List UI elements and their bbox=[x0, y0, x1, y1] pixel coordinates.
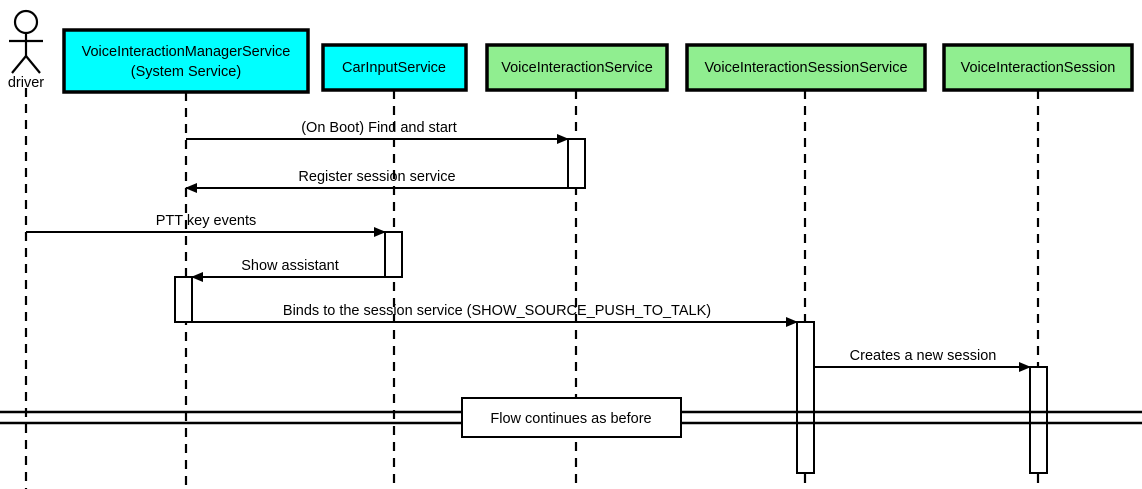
message-creates-a-new-session: Creates a new session bbox=[814, 348, 1031, 372]
message-label: Binds to the session service (SHOW_SOURC… bbox=[283, 303, 711, 319]
message-on-boot-find-and-start: (On Boot) Find and start bbox=[186, 120, 569, 144]
message-show-assistant: Show assistant bbox=[191, 258, 385, 282]
participant-vims[interactable]: VoiceInteractionManagerService (System S… bbox=[62, 28, 310, 94]
actor-leg-left-icon bbox=[11, 55, 27, 74]
participant-vims-box[interactable] bbox=[62, 28, 310, 94]
participant-vis-box[interactable] bbox=[485, 43, 669, 92]
activation-bar-vss bbox=[796, 321, 815, 474]
message-label: Register session service bbox=[298, 169, 455, 185]
actor-driver[interactable]: driver bbox=[8, 9, 44, 91]
participant-carinput-box[interactable] bbox=[321, 43, 468, 92]
participant-vis-label: VoiceInteractionService bbox=[501, 60, 653, 76]
activation-bar-carinput bbox=[384, 231, 403, 278]
actor-leg-right-icon bbox=[25, 55, 41, 74]
participant-vss[interactable]: VoiceInteractionSessionService bbox=[685, 43, 927, 92]
activation-bar-vsession bbox=[1029, 366, 1048, 474]
activation-bar-vims bbox=[174, 276, 193, 323]
message-ptt-key-events: PTT key events bbox=[26, 213, 386, 237]
activation-bar-vis bbox=[567, 138, 586, 189]
activations-group bbox=[174, 138, 1048, 474]
message-label: (On Boot) Find and start bbox=[301, 120, 457, 136]
message-label: Show assistant bbox=[241, 258, 339, 274]
participant-vss-box[interactable] bbox=[685, 43, 927, 92]
participant-vis[interactable]: VoiceInteractionService bbox=[485, 43, 669, 92]
message-register-session-service: Register session service bbox=[185, 169, 568, 193]
flow-divider: Flow continues as before bbox=[0, 397, 1142, 438]
participant-carinput-label: CarInputService bbox=[342, 60, 446, 76]
actor-head-icon bbox=[13, 9, 39, 35]
message-label: Creates a new session bbox=[850, 348, 997, 364]
actor-driver-label: driver bbox=[8, 75, 44, 91]
message-label: PTT key events bbox=[156, 213, 256, 229]
participant-vss-label: VoiceInteractionSessionService bbox=[704, 60, 907, 76]
participant-vims-label-line1: VoiceInteractionManagerService bbox=[82, 44, 291, 60]
message-binds-to-session-service: Binds to the session service (SHOW_SOURC… bbox=[192, 303, 798, 327]
participant-vims-label-line2: (System Service) bbox=[131, 64, 241, 80]
divider-note-label: Flow continues as before bbox=[490, 411, 651, 427]
participant-vsession-box[interactable] bbox=[942, 43, 1134, 92]
divider-note-box bbox=[461, 397, 682, 438]
participant-vsession[interactable]: VoiceInteractionSession bbox=[942, 43, 1134, 92]
participant-vsession-label: VoiceInteractionSession bbox=[961, 60, 1116, 76]
messages-group: (On Boot) Find and start Register sessio… bbox=[26, 120, 1031, 372]
participant-carinput[interactable]: CarInputService bbox=[321, 43, 468, 92]
